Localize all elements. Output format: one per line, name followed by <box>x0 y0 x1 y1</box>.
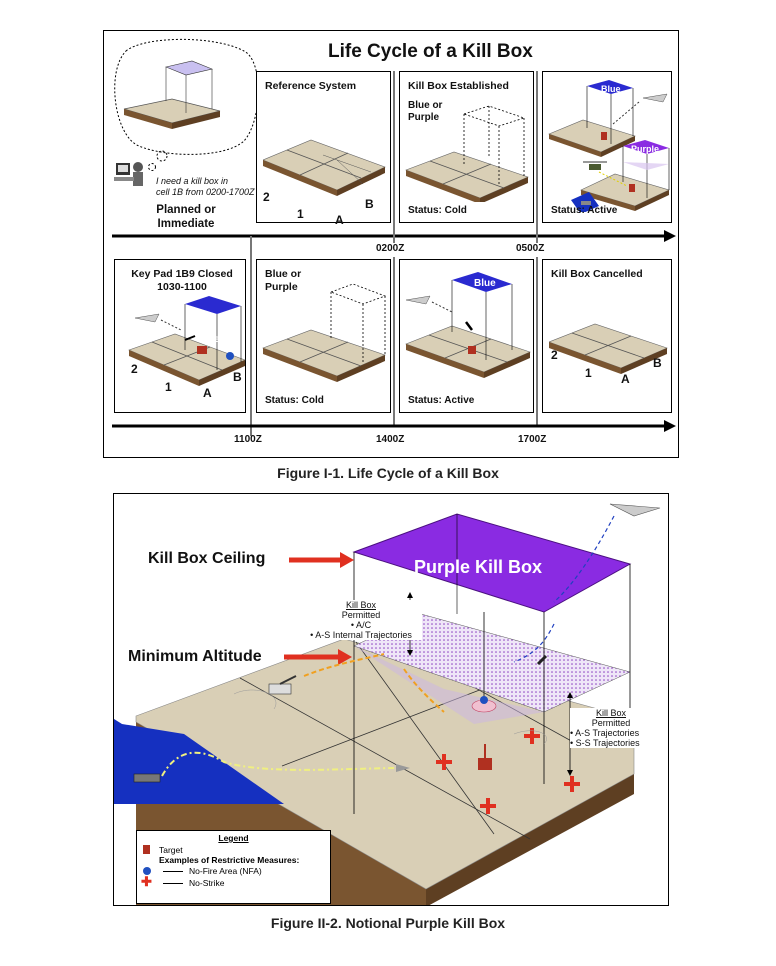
timeline-bottom-1100z: 1100Z <box>234 434 262 445</box>
active-kill-boxes-scene <box>548 80 670 212</box>
panel-active-bottom: Blue Status: Active <box>399 259 534 413</box>
legend-target: Target <box>159 845 183 855</box>
purple-kill-box-label: Purple Kill Box <box>414 557 543 577</box>
panel-active-top: Blue Purple Status: Active <box>542 71 672 223</box>
panel-title: Kill Box Established <box>408 80 509 92</box>
grid-label-row2: 2 <box>263 190 270 204</box>
terrain-grid <box>263 139 386 196</box>
panel-key-pad-closed: Key Pad 1B9 Closed 1030-1100 Blue 2 1 A … <box>114 259 246 413</box>
permit-lower: Kill Box Permitted • A-S Trajectories • … <box>570 708 652 748</box>
permit-lower-line2: • A-S Trajectories <box>570 728 640 738</box>
dashed-kill-box <box>405 105 529 202</box>
figure-1-frame: Life Cycle of a Kill Box I need a kill b… <box>103 30 679 458</box>
key-pad-scene <box>128 296 246 386</box>
timeline-bottom-arrow <box>112 420 676 432</box>
permit-upper-line2: • A/C <box>350 620 372 630</box>
grid-label-row2: 2 <box>131 362 138 376</box>
figure-2-caption: Figure II-2. Notional Purple Kill Box <box>270 915 506 931</box>
divider-line <box>536 71 538 243</box>
permit-upper-title: Kill Box <box>345 600 376 610</box>
grid-label-row2: 2 <box>551 348 558 362</box>
panel-kill-box-established: Kill Box Established Blue or Purple Stat… <box>399 71 534 223</box>
permit-lower-title: Kill Box <box>595 708 626 718</box>
nfa-line <box>163 871 183 872</box>
panel-kill-box-cancelled: Kill Box Cancelled 2 1 A B <box>542 259 672 413</box>
kill-box-ceiling-label: Kill Box Ceiling <box>148 550 266 567</box>
grid-label-colA: A <box>335 213 344 227</box>
grid-label-colB: B <box>365 197 374 211</box>
legend-nfa: No-Fire Area (NFA) <box>189 866 262 876</box>
dashed-kill-box <box>262 283 387 382</box>
legend-title: Legend <box>218 833 249 843</box>
figure-2-frame: Purple Kill Box Kill Box Ceiling Minimum… <box>113 493 669 906</box>
blue-box-label: Blue <box>198 334 220 345</box>
panel-cold-bottom: Blue or Purple Status: Cold <box>256 259 391 413</box>
panel-title: Kill Box Cancelled <box>551 268 643 280</box>
legend-examples: Examples of Restrictive Measures: <box>159 855 300 865</box>
figure-1-title: Life Cycle of a Kill Box <box>328 41 533 62</box>
planned-or-immediate-label: Planned or Immediate <box>156 204 216 230</box>
panel-status: Status: Cold <box>408 205 467 216</box>
request-text: I need a kill box in cell 1B from 0200-1… <box>156 176 255 197</box>
minimum-altitude-label: Minimum Altitude <box>128 648 262 665</box>
permit-lower-line3: • S-S Trajectories <box>570 738 640 748</box>
blue-box-label: Blue <box>601 84 621 94</box>
grid-label-colB: B <box>233 370 242 384</box>
legend-no-strike: No-Strike <box>189 878 225 888</box>
divider-line <box>393 257 395 427</box>
panel-title: Key Pad 1B9 Closed 1030-1100 <box>131 268 233 293</box>
permit-upper-line1: Permitted <box>341 610 381 620</box>
legend: Legend Target Examples of Restrictive Me… <box>136 830 331 904</box>
timeline-top-arrow <box>112 230 676 242</box>
blue-kill-box-scene <box>405 272 531 378</box>
divider-line <box>536 257 538 427</box>
panel-status: Status: Active <box>408 395 475 406</box>
timeline-bottom-1700z: 1700Z <box>518 434 547 445</box>
grid-label-row1: 1 <box>165 380 172 394</box>
timeline-top-0200z: 0200Z <box>376 243 405 254</box>
planning-thought-bubble <box>114 38 259 186</box>
panel-title: Reference System <box>265 80 357 92</box>
grid-label-row1: 1 <box>297 207 304 221</box>
nfa-icon <box>143 867 151 875</box>
target-icon <box>143 845 150 854</box>
grid-label-colB: B <box>653 356 662 370</box>
permit-upper: Kill Box Permitted • A/C • A-S Internal … <box>300 600 422 640</box>
timeline-top-0500z: 0500Z <box>516 243 545 254</box>
figure-1-caption: Figure I-1. Life Cycle of a Kill Box <box>277 465 499 481</box>
no-strike-icon: ✚ <box>141 874 152 889</box>
grid-label-colA: A <box>203 386 212 400</box>
divider-line <box>393 71 395 243</box>
terrain-grid <box>549 323 668 374</box>
no-strike-line <box>163 883 183 884</box>
grid-label-colA: A <box>621 372 630 386</box>
divider-line <box>250 236 252 436</box>
panel-status: Status: Cold <box>265 395 324 406</box>
panel-reference-system: Reference System 2 1 A B <box>256 71 391 227</box>
grid-label-row1: 1 <box>585 366 592 380</box>
purple-box-label: Purple <box>631 144 660 154</box>
blue-or-purple-label: Blue or Purple <box>408 100 443 123</box>
permit-lower-line1: Permitted <box>591 718 631 728</box>
timeline-bottom-1400z: 1400Z <box>376 434 405 445</box>
blue-box-label: Blue <box>474 278 496 289</box>
permit-upper-line3: • A-S Internal Trajectories <box>310 630 412 640</box>
panel-status: Status: Active <box>551 205 618 216</box>
panel-title: Blue or Purple <box>265 268 302 293</box>
